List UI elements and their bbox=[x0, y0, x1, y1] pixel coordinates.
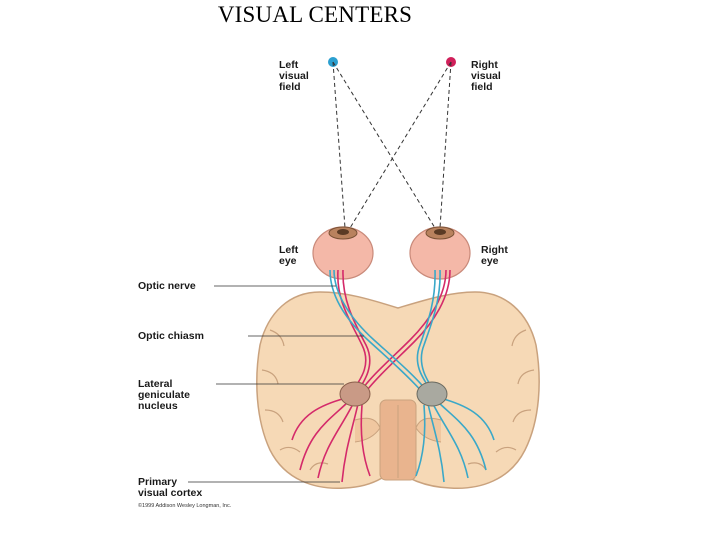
label-line: nucleus bbox=[138, 400, 178, 412]
label-line: eye bbox=[279, 255, 297, 267]
label-line: field bbox=[279, 81, 301, 93]
label-line: eye bbox=[481, 255, 499, 267]
right-lgn bbox=[416, 381, 448, 407]
label-line: visual cortex bbox=[138, 487, 202, 499]
label-line: Right bbox=[481, 244, 508, 256]
label-line: Primary bbox=[138, 476, 177, 488]
right-field-pathway bbox=[329, 269, 495, 483]
label-optic-chiasm: Optic chiasm bbox=[138, 330, 204, 342]
left-field-pathway bbox=[291, 269, 451, 483]
right-eye-icon bbox=[409, 226, 471, 280]
label-line: Optic nerve bbox=[138, 280, 196, 292]
label-line: Right bbox=[471, 59, 498, 71]
copyright-text: ©1999 Addison Wesley Longman, Inc. bbox=[138, 502, 232, 509]
left-eye-icon bbox=[312, 226, 374, 280]
left-lgn bbox=[339, 381, 371, 407]
label-line: Left bbox=[279, 59, 299, 71]
label-line: Optic chiasm bbox=[138, 330, 204, 342]
label-line: geniculate bbox=[138, 389, 190, 401]
brain-cross-section bbox=[256, 291, 540, 489]
label-line: visual bbox=[279, 70, 309, 82]
label-line: visual bbox=[471, 70, 501, 82]
label-line: Lateral bbox=[138, 378, 173, 390]
field-projection-lines bbox=[332, 61, 452, 229]
label-line: field bbox=[471, 81, 493, 93]
label-leader-lines bbox=[188, 285, 364, 483]
page-title: VISUAL CENTERS bbox=[217, 2, 413, 27]
label-optic-nerve: Optic nerve bbox=[138, 280, 196, 292]
label-line: Left bbox=[279, 244, 299, 256]
